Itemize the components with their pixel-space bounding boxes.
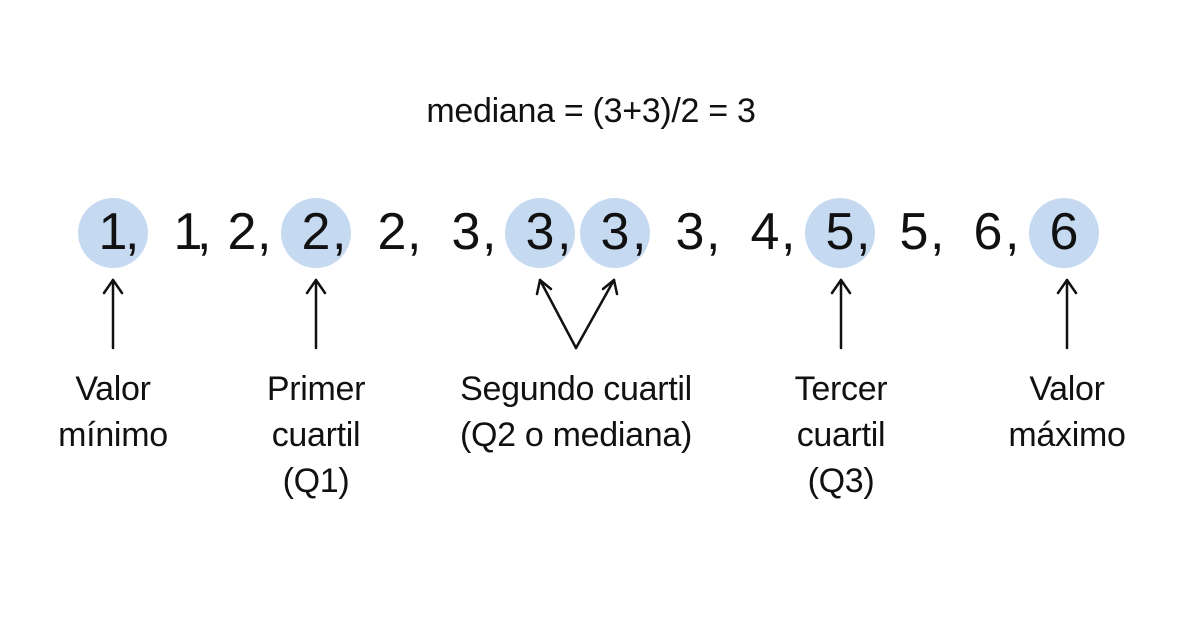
arrow-diagonal-icon-median-a — [535, 278, 578, 350]
sequence-comma: , — [930, 203, 945, 261]
arrow-up-icon-min — [102, 278, 124, 350]
sequence-number: 3 — [525, 203, 555, 261]
sequence-comma: , — [856, 203, 871, 261]
sequence-number: 3 — [451, 203, 481, 261]
highlight-circle-median-a — [505, 198, 575, 268]
sequence-comma: , — [125, 203, 140, 261]
sequence-comma: , — [482, 203, 497, 261]
sequence-number: 6 — [1049, 203, 1079, 261]
arrow-diagonal-icon-median-b — [574, 278, 619, 350]
sequence-comma: , — [1005, 203, 1020, 261]
label-first-quartile: Primer cuartil (Q1) — [266, 370, 366, 500]
sequence-comma: , — [332, 203, 347, 261]
sequence-number: 4 — [750, 203, 780, 261]
highlight-circle-median-b — [580, 198, 650, 268]
arrow-up-icon-q1 — [305, 278, 327, 350]
sequence-comma: , — [632, 203, 647, 261]
sequence-number: 5 — [825, 203, 855, 261]
label-second-quartile: Segundo cuartil (Q2 o mediana) — [459, 370, 693, 454]
sequence-comma: , — [706, 203, 721, 261]
label-max-value: Valor máximo — [1008, 370, 1126, 454]
sequence-comma: , — [407, 203, 422, 261]
sequence-number: 5 — [899, 203, 929, 261]
sequence-number: 2 — [301, 203, 331, 261]
highlight-circle-q3 — [805, 198, 875, 268]
sequence-number: 1 — [173, 203, 203, 261]
arrow-up-icon-max — [1056, 278, 1078, 350]
sequence-comma: , — [197, 203, 212, 261]
sequence-comma: , — [557, 203, 572, 261]
highlight-circle-min — [78, 198, 148, 268]
sequence-number: 2 — [227, 203, 257, 261]
arrow-up-icon-q3 — [830, 278, 852, 350]
sequence-number: 2 — [377, 203, 407, 261]
sequence-comma: , — [781, 203, 796, 261]
sequence-number: 6 — [973, 203, 1003, 261]
sequence-number: 3 — [675, 203, 705, 261]
highlight-circle-max — [1029, 198, 1099, 268]
sequence-number: 3 — [600, 203, 630, 261]
sequence-comma: , — [257, 203, 272, 261]
highlight-circle-q1 — [281, 198, 351, 268]
median-formula: mediana = (3+3)/2 = 3 — [426, 92, 756, 130]
label-min-value: Valor mínimo — [58, 370, 168, 454]
label-third-quartile: Tercer cuartil (Q3) — [794, 370, 888, 500]
sequence-number: 1 — [98, 203, 128, 261]
